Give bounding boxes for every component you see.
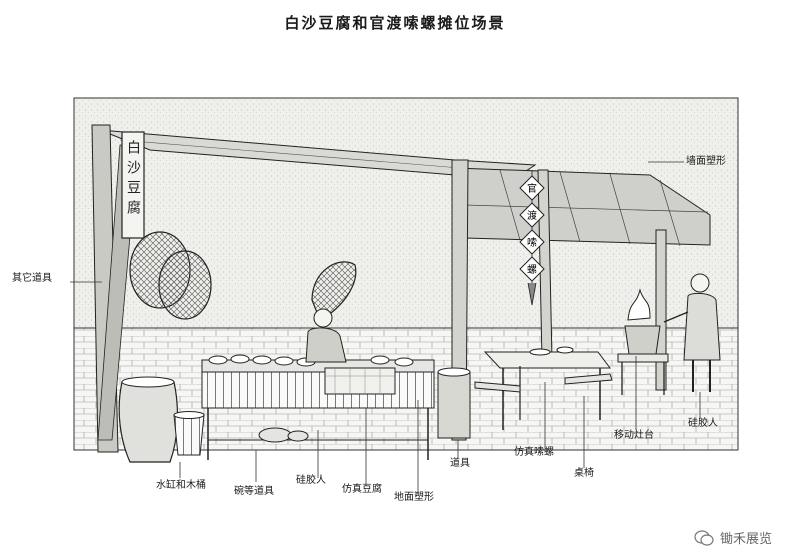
- chat-bubble-icon: [694, 529, 714, 546]
- svg-text:螺: 螺: [527, 264, 537, 276]
- page-title: 白沙豆腐和官渡嗦螺摊位场景: [284, 14, 506, 32]
- stone-stove: [437, 367, 471, 439]
- label-other-tools: 其它道具: [12, 273, 52, 284]
- svg-text:官: 官: [527, 182, 537, 195]
- signboard-text: 白沙豆腐: [125, 140, 141, 220]
- banner-diamond-2: 渡: [519, 202, 545, 228]
- label-mobile-stove: 移动灶台: [614, 430, 654, 441]
- mobile-stove: [617, 288, 669, 395]
- tofu-signboard: 白沙豆腐: [121, 131, 145, 239]
- tofu-vendor-figure: [305, 308, 347, 363]
- label-water-vat-bucket: 水缸和木桶: [156, 480, 206, 491]
- label-table-chairs: 桌椅: [574, 468, 594, 479]
- tofu-blocks: [324, 367, 396, 395]
- wooden-bucket: [173, 411, 205, 456]
- banner-diamond-4: 螺: [519, 256, 545, 282]
- striped-awning: [454, 167, 711, 247]
- label-fake-tofu: 仿真豆腐: [342, 484, 382, 495]
- label-silicone-figure-left: 硅胶人: [296, 475, 326, 486]
- snail-banner: 官 渡 嗦 螺: [519, 170, 545, 306]
- water-vat: [118, 376, 179, 463]
- label-props: 道具: [450, 458, 470, 469]
- woven-baskets: [129, 231, 357, 321]
- watermark-text: 锄禾展览: [719, 532, 772, 547]
- tofu-counter: [201, 354, 435, 460]
- snail-table-and-benches: [474, 346, 613, 430]
- label-wall-sculpt: 墙面塑形: [686, 156, 726, 167]
- label-silicone-figure-right: 硅胶人: [688, 418, 718, 429]
- svg-text:嗦: 嗦: [527, 236, 537, 249]
- banner-diamond-1: 官: [519, 175, 545, 201]
- label-floor-sculpt: 地面塑形: [394, 492, 434, 503]
- watermark: 锄禾展览: [694, 528, 772, 547]
- callout-leader-lines: [70, 161, 701, 494]
- label-fake-snail: 仿真嗦螺: [514, 447, 554, 458]
- label-bowls-tools: 碗等道具: [234, 486, 274, 497]
- banner-diamond-3: 嗦: [519, 229, 545, 255]
- snail-vendor-figure: [663, 273, 721, 392]
- svg-text:渡: 渡: [527, 209, 537, 222]
- bowls-row: [208, 354, 414, 367]
